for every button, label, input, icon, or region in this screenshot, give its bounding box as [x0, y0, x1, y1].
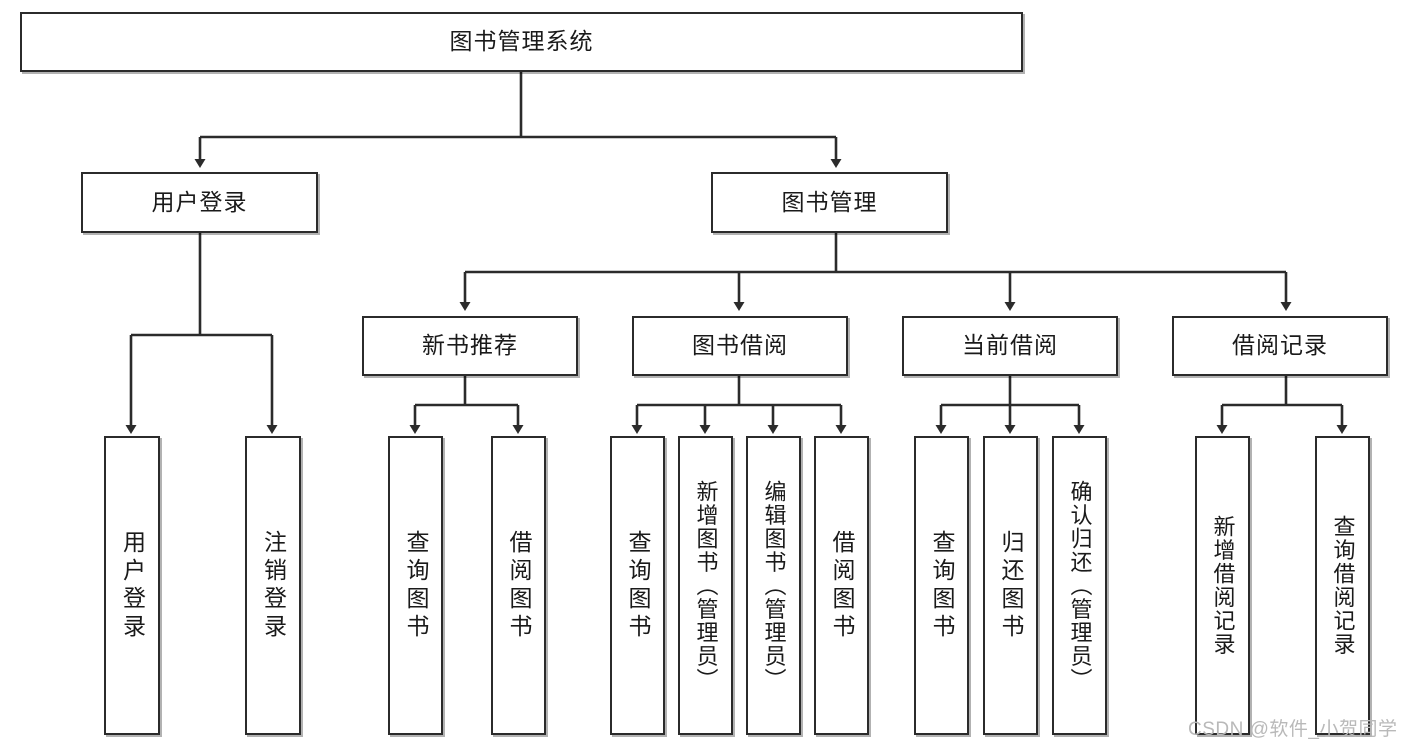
node-leaf-query-book-1-label: 查询图书: [403, 529, 429, 642]
node-leaf-borrow-book-2[interactable]: 借阅图书: [814, 436, 869, 735]
node-leaf-query-book-2-label: 查询图书: [625, 529, 651, 642]
node-new-book-recommend-label: 新书推荐: [422, 332, 518, 359]
node-leaf-query-record-label: 查询借阅记录: [1330, 515, 1356, 656]
node-leaf-add-book-label: 新增图书（管理员）: [693, 479, 719, 692]
node-leaf-edit-book[interactable]: 编辑图书（管理员）: [746, 436, 801, 735]
node-book-manage-label: 图书管理: [781, 188, 878, 215]
node-leaf-query-book-2[interactable]: 查询图书: [610, 436, 665, 735]
node-leaf-query-book-1[interactable]: 查询图书: [388, 436, 443, 735]
node-leaf-query-record[interactable]: 查询借阅记录: [1315, 436, 1370, 735]
node-current-borrow-label: 当前借阅: [962, 332, 1058, 359]
node-leaf-user-logout-label: 注销登录: [260, 529, 287, 642]
node-leaf-confirm-return[interactable]: 确认归还（管理员）: [1052, 436, 1107, 735]
node-leaf-return-book-label: 归还图书: [998, 529, 1024, 642]
node-leaf-add-book[interactable]: 新增图书（管理员）: [678, 436, 733, 735]
node-leaf-edit-book-label: 编辑图书（管理员）: [761, 479, 787, 692]
node-borrow-record-label: 借阅记录: [1232, 332, 1328, 359]
node-leaf-add-record[interactable]: 新增借阅记录: [1195, 436, 1250, 735]
node-leaf-user-logout[interactable]: 注销登录: [245, 436, 301, 735]
node-new-book-recommend[interactable]: 新书推荐: [362, 316, 578, 376]
node-book-borrow-label: 图书借阅: [692, 332, 788, 359]
node-user-login[interactable]: 用户登录: [81, 172, 318, 233]
csdn-watermark: CSDN @软件_小贺同学: [1188, 719, 1398, 740]
node-book-borrow[interactable]: 图书借阅: [632, 316, 848, 376]
node-root-label: 图书管理系统: [449, 28, 594, 55]
node-leaf-borrow-book-2-label: 借阅图书: [829, 529, 855, 642]
node-leaf-borrow-book-1[interactable]: 借阅图书: [491, 436, 546, 735]
node-borrow-record[interactable]: 借阅记录: [1172, 316, 1388, 376]
node-leaf-query-book-3-label: 查询图书: [929, 529, 955, 642]
node-leaf-add-record-label: 新增借阅记录: [1210, 515, 1236, 656]
node-root[interactable]: 图书管理系统: [20, 12, 1023, 72]
node-book-manage[interactable]: 图书管理: [711, 172, 948, 233]
node-leaf-confirm-return-label: 确认归还（管理员）: [1067, 479, 1093, 692]
node-leaf-user-login-label: 用户登录: [119, 529, 146, 642]
node-user-login-label: 用户登录: [151, 188, 248, 215]
node-leaf-borrow-book-1-label: 借阅图书: [506, 529, 532, 642]
node-leaf-query-book-3[interactable]: 查询图书: [914, 436, 969, 735]
node-leaf-return-book[interactable]: 归还图书: [983, 436, 1038, 735]
node-current-borrow[interactable]: 当前借阅: [902, 316, 1118, 376]
node-leaf-user-login[interactable]: 用户登录: [104, 436, 160, 735]
